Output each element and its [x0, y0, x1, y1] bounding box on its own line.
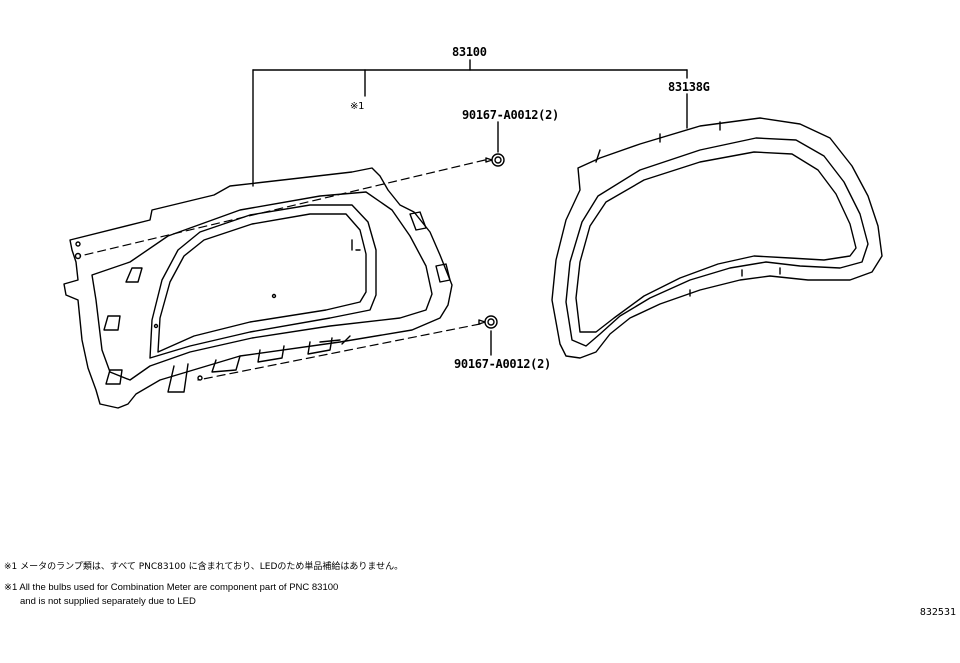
callout-note-ref: ※1	[350, 101, 365, 112]
screw-upper	[485, 153, 505, 167]
assembly-leader-lines	[252, 59, 688, 187]
footnote-english-line1: ※1 All the bulbs used for Combination Me…	[4, 582, 339, 593]
callout-83138G: 83138G	[668, 80, 710, 94]
callout-screw-lower: 90167-A0012(2)	[454, 357, 551, 371]
illustration-id: 832531	[919, 607, 956, 618]
screw-lower	[478, 315, 498, 329]
callout-83100: 83100	[452, 45, 487, 59]
callout-screw-upper: 90167-A0012(2)	[462, 108, 559, 122]
combination-meter-housing	[63, 167, 453, 409]
footnote-japanese: ※1 メータのランプ類は、すべて PNC83100 に含まれており、LEDのため…	[4, 562, 404, 572]
footnote-english-line2: and is not supplied separately due to LE…	[20, 596, 196, 607]
meter-cover-glass	[551, 117, 883, 359]
alignment-dashed-lines	[79, 159, 486, 381]
